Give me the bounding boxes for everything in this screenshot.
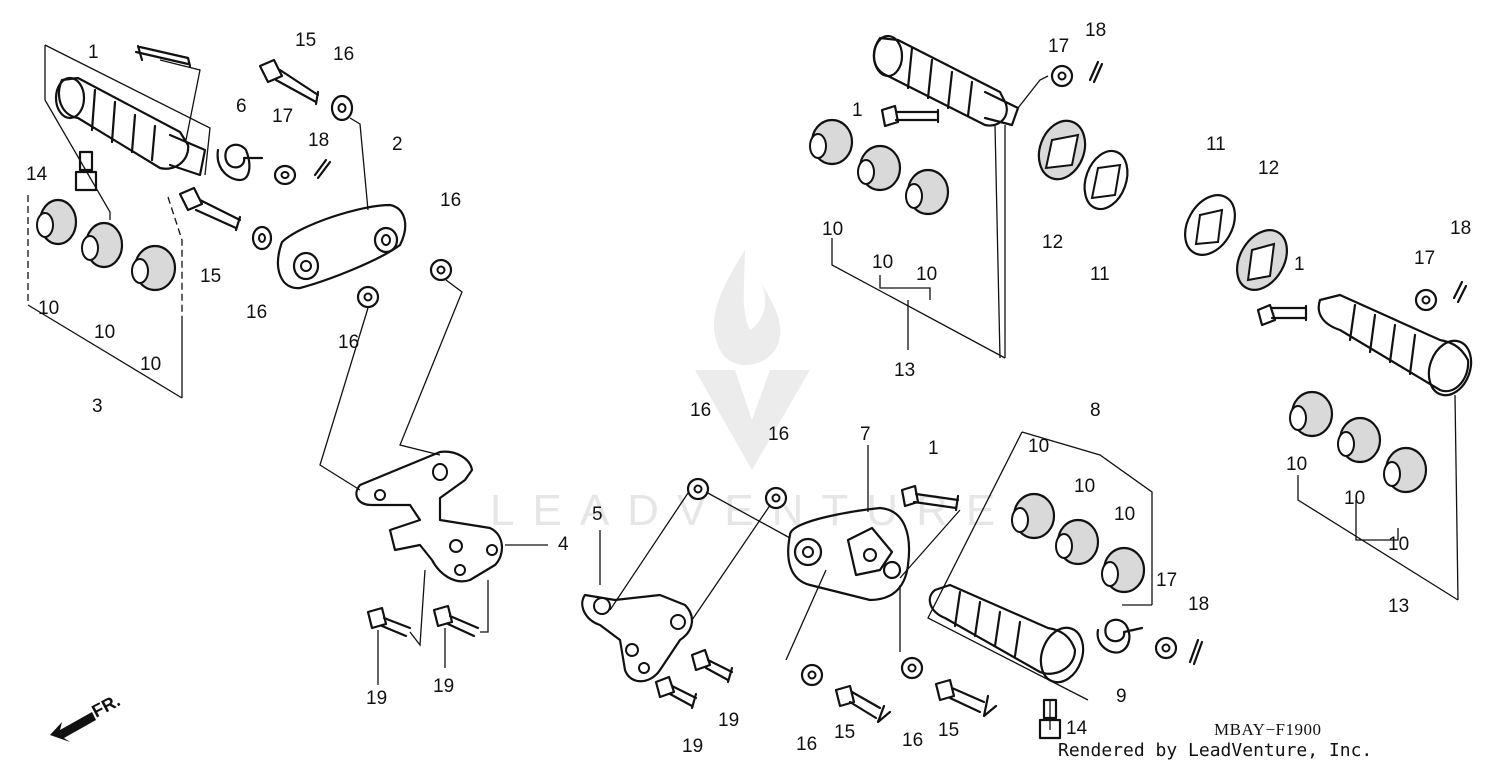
callout-1: 1 <box>852 100 863 121</box>
callout-19: 19 <box>433 676 454 697</box>
callout-10: 10 <box>916 264 937 285</box>
callout-10: 10 <box>822 219 843 240</box>
callout-10: 10 <box>94 322 115 343</box>
right-front-footpeg-group <box>809 34 1129 359</box>
center-bracket-group <box>581 445 1051 730</box>
callout-11: 11 <box>1206 134 1226 155</box>
left-front-footpeg-group <box>27 44 463 491</box>
callout-1: 1 <box>928 438 939 459</box>
callout-15: 15 <box>295 30 316 51</box>
callout-10: 10 <box>38 298 59 319</box>
callout-10: 10 <box>140 354 161 375</box>
callout-10: 10 <box>1286 454 1307 475</box>
callout-17: 17 <box>1048 36 1069 57</box>
callout-12: 12 <box>1258 158 1279 179</box>
callout-16: 16 <box>333 44 354 65</box>
callout-7: 7 <box>860 424 871 445</box>
callout-16: 16 <box>768 424 789 445</box>
callout-18: 18 <box>1450 218 1471 239</box>
diagram-code: MBAY−F1900 <box>1214 720 1322 739</box>
callout-17: 17 <box>1156 570 1177 591</box>
callout-18: 18 <box>1188 594 1209 615</box>
callout-4: 4 <box>558 534 569 555</box>
callout-1: 1 <box>1294 254 1305 275</box>
leadventure-watermark: LEADVENTURE <box>490 250 1013 535</box>
render-credit: Rendered by LeadVenture, Inc. <box>1058 740 1373 761</box>
right-rear-footpeg-group <box>1184 194 1473 601</box>
callout-10: 10 <box>1114 504 1135 525</box>
callout-2: 2 <box>392 134 403 155</box>
watermark-text: LEADVENTURE <box>490 486 1013 535</box>
callout-12: 12 <box>1042 232 1063 253</box>
callout-16: 16 <box>690 400 711 421</box>
callout-16: 16 <box>246 302 267 323</box>
callout-16: 16 <box>902 730 923 751</box>
callout-16: 16 <box>796 734 817 755</box>
callout-16: 16 <box>338 332 359 353</box>
callout-10: 10 <box>1344 488 1365 509</box>
callout-19: 19 <box>682 736 703 757</box>
callout-9: 9 <box>1116 686 1127 707</box>
rear-footpeg-group <box>927 431 1204 740</box>
callout-11: 11 <box>1090 264 1110 285</box>
callout-15: 15 <box>200 266 221 287</box>
callout-14: 14 <box>26 164 48 185</box>
callout-17: 17 <box>272 106 293 127</box>
callout-16: 16 <box>440 190 461 211</box>
callout-labels: 1 15 16 6 17 18 2 14 16 15 10 10 10 16 1… <box>26 20 1471 757</box>
callout-5: 5 <box>592 504 603 525</box>
callout-8: 8 <box>1090 400 1101 421</box>
callout-6: 6 <box>236 96 247 117</box>
callout-13: 13 <box>1388 596 1409 617</box>
front-direction-arrow <box>50 712 96 742</box>
callout-19: 19 <box>718 710 739 731</box>
callout-13: 13 <box>894 360 915 381</box>
callout-19: 19 <box>366 688 387 709</box>
callout-18: 18 <box>1085 20 1106 41</box>
callout-10: 10 <box>1074 476 1095 497</box>
callout-18: 18 <box>308 130 329 151</box>
callout-3: 3 <box>92 396 103 417</box>
callout-10: 10 <box>872 252 893 273</box>
callout-17: 17 <box>1414 248 1435 269</box>
callout-14: 14 <box>1066 718 1088 739</box>
callout-10: 10 <box>1028 436 1049 457</box>
callout-15: 15 <box>938 720 959 741</box>
callout-10: 10 <box>1388 534 1409 555</box>
callout-1: 1 <box>88 42 99 63</box>
callout-15: 15 <box>834 722 855 743</box>
left-bracket-group <box>355 450 548 685</box>
